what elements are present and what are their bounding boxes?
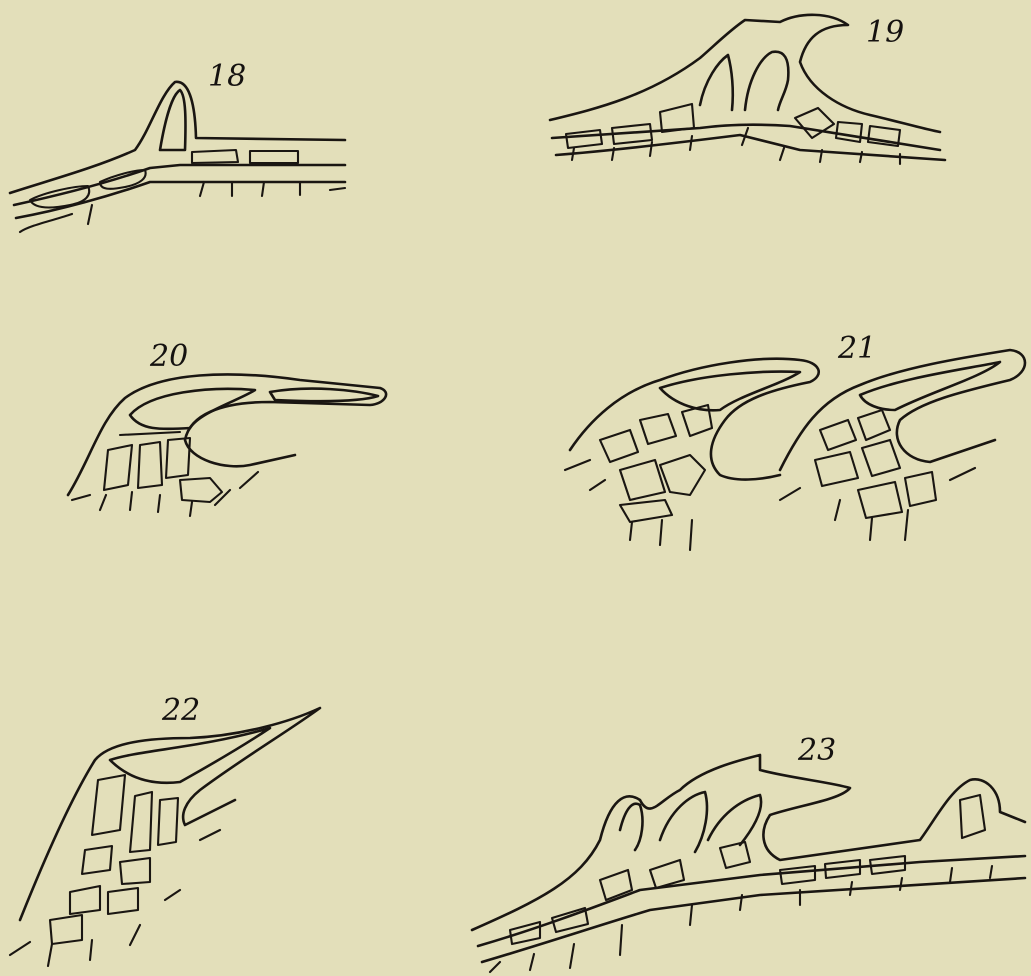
figure-20: 20 [68, 339, 386, 516]
figure-20-drawing [68, 374, 386, 516]
figure-22: 22 [10, 693, 320, 966]
figure-18: 18 [10, 59, 345, 232]
figure-23: 23 [472, 733, 1025, 972]
figure-19-label: 19 [866, 15, 904, 50]
figure-21: 21 [565, 331, 1025, 550]
figure-22-label: 22 [161, 693, 200, 728]
figure-19: 19 [550, 15, 945, 164]
figure-23-label: 23 [797, 733, 836, 768]
figure-20-label: 20 [149, 339, 188, 374]
figure-21-drawing [565, 350, 1025, 550]
figure-23-drawing [472, 755, 1025, 972]
figure-21-label: 21 [837, 331, 876, 366]
figure-18-label: 18 [208, 59, 246, 94]
figure-18-drawing [10, 82, 345, 232]
figure-22-drawing [10, 708, 320, 966]
